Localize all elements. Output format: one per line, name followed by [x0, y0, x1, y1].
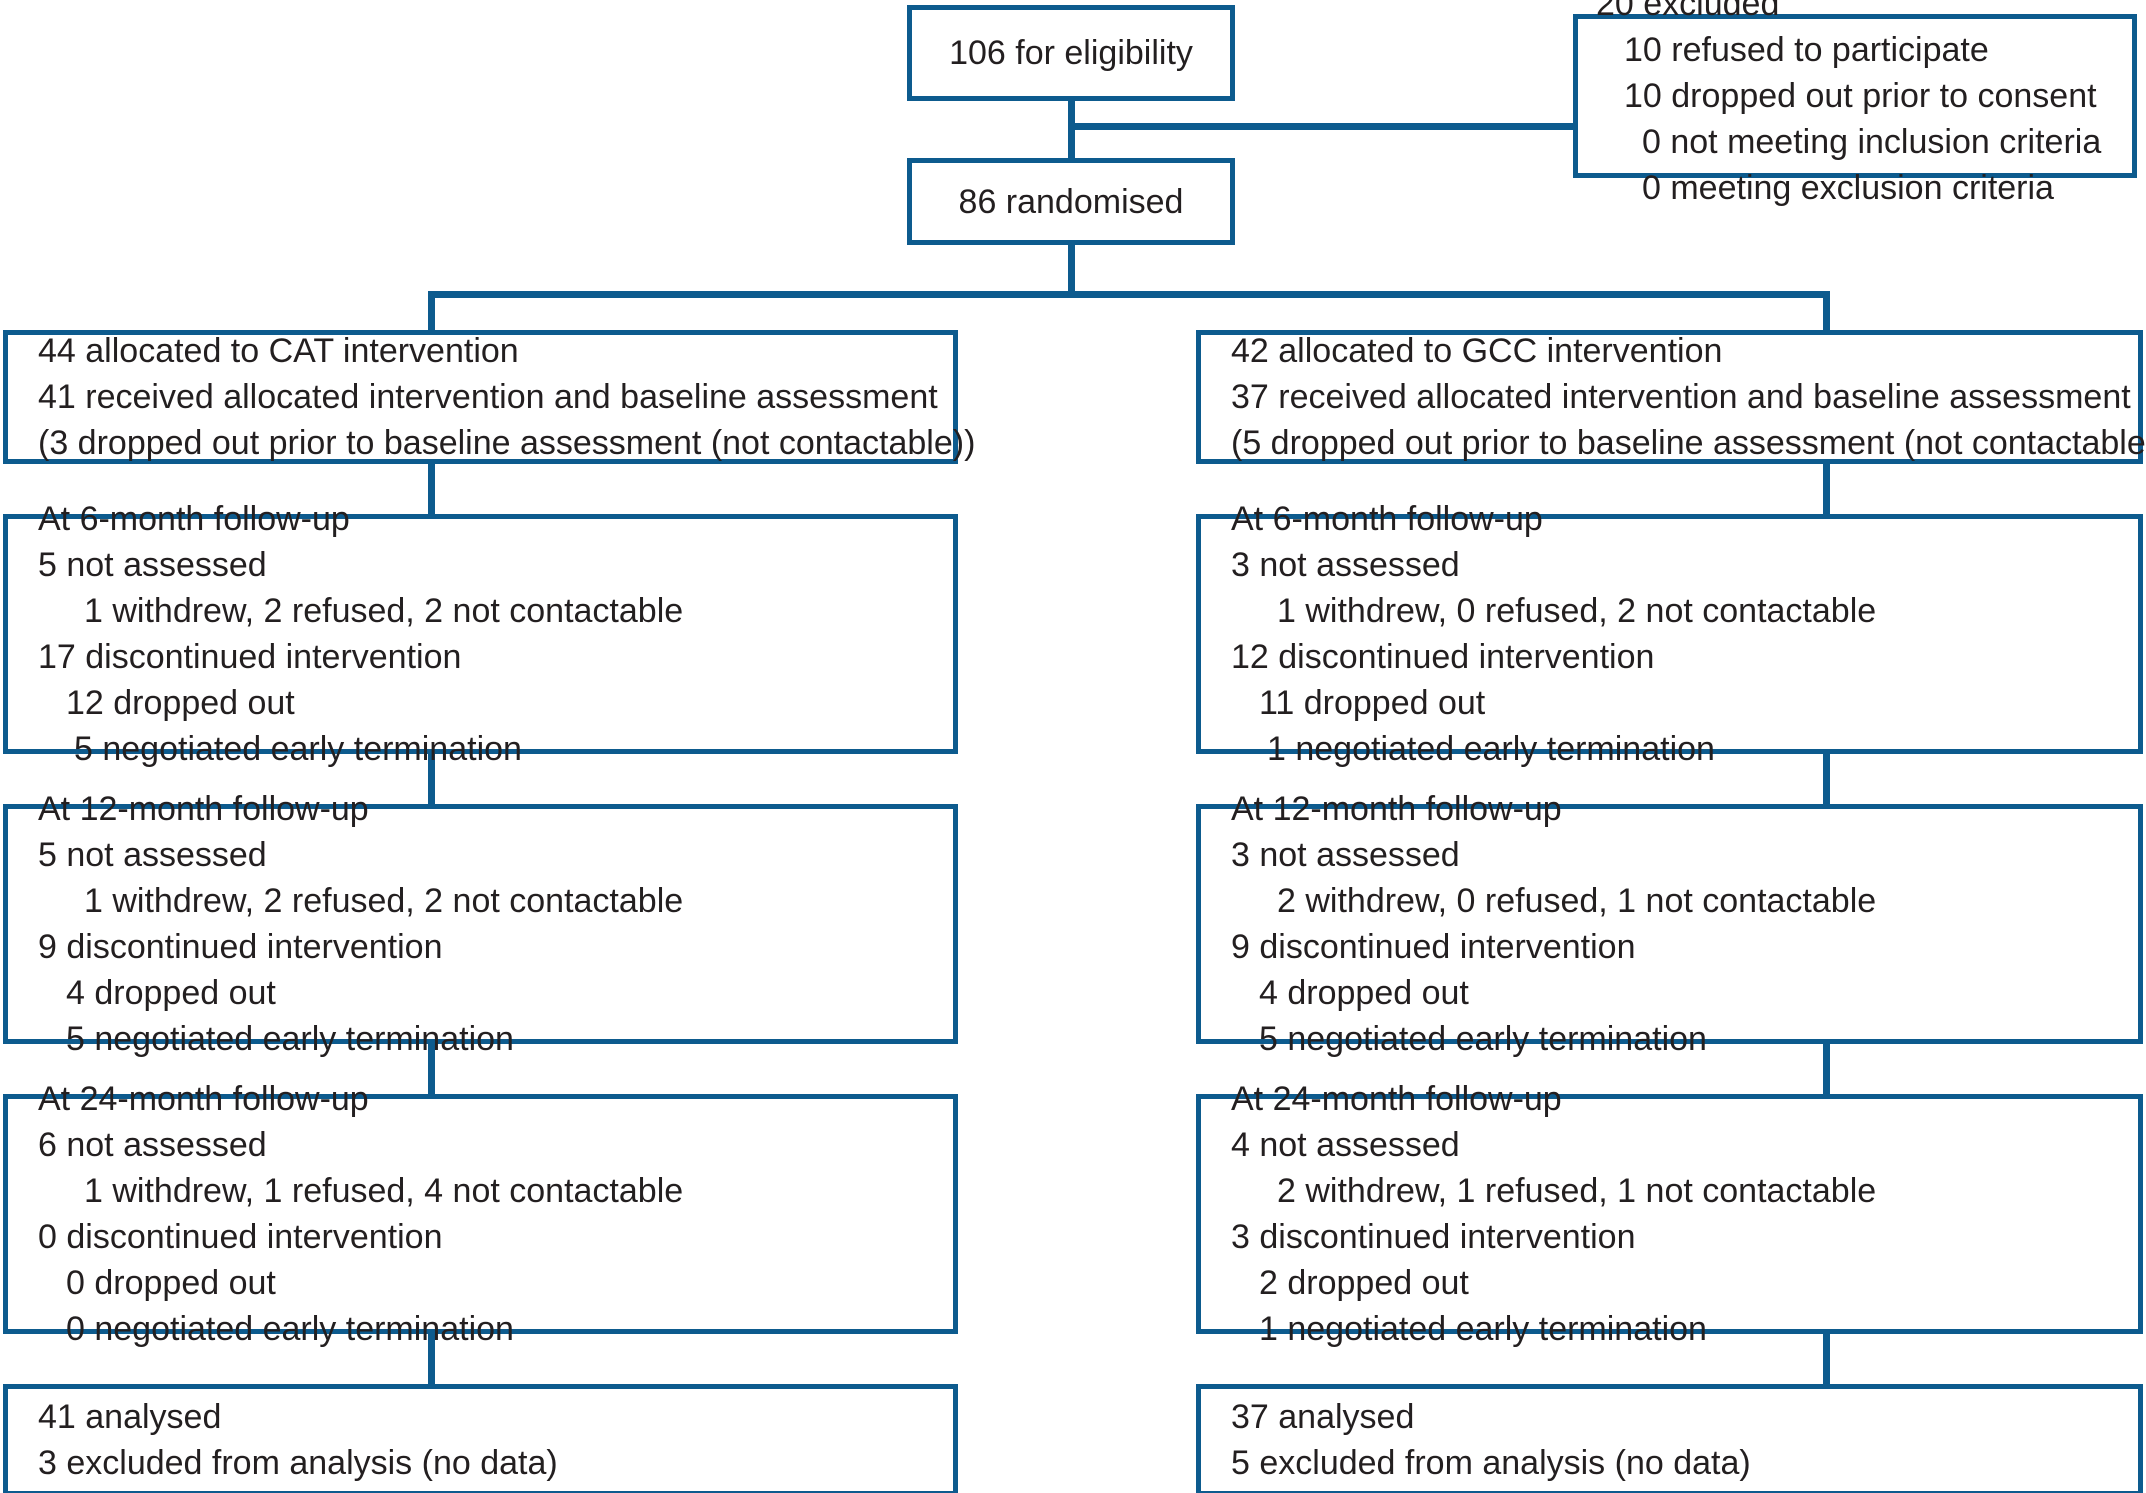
- gcc-analysed-line-1: 37 analysed: [1231, 1398, 1415, 1436]
- gcc-12month-line-3: 2 withdrew, 0 refused, 1 not contactable: [1277, 882, 1877, 920]
- cat-6month-line-6: 5 negotiated early termination: [74, 730, 522, 768]
- cat-12month-line-4: 9 discontinued intervention: [38, 928, 443, 966]
- gcc-24-month-followup-box: At 24-month follow-up 4 not assessed 2 w…: [1196, 1080, 2143, 1348]
- cat-12month-line-5: 4 dropped out: [66, 974, 276, 1012]
- connector-gcc-6month-to-12month: [1823, 753, 1830, 813]
- gcc-12month-line-1: At 12-month follow-up: [1231, 790, 1562, 828]
- gcc-24month-line-6: 1 negotiated early termination: [1259, 1310, 1707, 1348]
- gcc-24month-line-1: At 24-month follow-up: [1231, 1080, 1562, 1118]
- gcc-analysed-line-2: 5 excluded from analysis (no data): [1231, 1444, 1751, 1482]
- gcc-24month-line-3: 2 withdrew, 1 refused, 1 not contactable: [1277, 1172, 1877, 1210]
- randomised-box: 86 randomised: [907, 158, 1235, 245]
- connector-gcc-12month-to-24month: [1823, 1043, 1830, 1103]
- gcc-24month-line-5: 2 dropped out: [1259, 1264, 1469, 1302]
- gcc-12month-line-5: 4 dropped out: [1259, 974, 1469, 1012]
- gcc-24month-line-2: 4 not assessed: [1231, 1126, 1460, 1164]
- gcc-6month-line-2: 3 not assessed: [1231, 546, 1460, 584]
- connector-allocation-split-bar: [428, 291, 1830, 298]
- gcc-12month-line-6: 5 negotiated early termination: [1259, 1020, 1707, 1058]
- cat-analysed-box: 41 analysed 3 excluded from analysis (no…: [3, 1384, 958, 1493]
- gcc-12-month-followup-box: At 12-month follow-up 3 not assessed 2 w…: [1196, 790, 2143, 1058]
- cat-12month-line-2: 5 not assessed: [38, 836, 267, 874]
- cat-12month-line-1: At 12-month follow-up: [38, 790, 369, 828]
- cat-24month-line-4: 0 discontinued intervention: [38, 1218, 443, 1256]
- excluded-line-3: 10 dropped out prior to consent: [1624, 77, 2097, 115]
- gcc-6month-line-4: 12 discontinued intervention: [1231, 638, 1655, 676]
- gcc-6-month-followup-box: At 6-month follow-up 3 not assessed 1 wi…: [1196, 500, 2143, 768]
- cat-6month-line-3: 1 withdrew, 2 refused, 2 not contactable: [84, 592, 684, 630]
- gcc-24month-line-4: 3 discontinued intervention: [1231, 1218, 1636, 1256]
- connector-split-to-cat: [428, 291, 435, 331]
- cat-6month-line-2: 5 not assessed: [38, 546, 267, 584]
- gcc-6month-line-5: 11 dropped out: [1259, 684, 1486, 722]
- cat-24month-line-3: 1 withdrew, 1 refused, 4 not contactable: [84, 1172, 684, 1210]
- connector-eligibility-to-excluded: [1068, 123, 1578, 130]
- gcc-allocation-line-2: 37 received allocated intervention and b…: [1231, 378, 2131, 416]
- connector-randomised-down: [1068, 245, 1075, 295]
- excluded-box: 20 excluded 10 refused to participate 10…: [1573, 0, 2137, 207]
- cat-24month-line-1: At 24-month follow-up: [38, 1080, 369, 1118]
- cat-analysed-line-1: 41 analysed: [38, 1398, 222, 1436]
- cat-24month-line-2: 6 not assessed: [38, 1126, 267, 1164]
- cat-6-month-followup-box: At 6-month follow-up 5 not assessed 1 wi…: [3, 500, 958, 768]
- gcc-6month-line-3: 1 withdrew, 0 refused, 2 not contactable: [1277, 592, 1877, 630]
- cat-allocation-box: 44 allocated to CAT intervention 41 rece…: [3, 330, 976, 464]
- excluded-line-4: 0 not meeting inclusion criteria: [1642, 123, 2102, 161]
- cat-allocation-line-3: (3 dropped out prior to baseline assessm…: [38, 424, 976, 462]
- cat-12-month-followup-box: At 12-month follow-up 5 not assessed 1 w…: [3, 790, 958, 1058]
- connector-gcc-24month-to-analysed: [1823, 1333, 1830, 1393]
- eligibility-box: 106 for eligibility: [907, 5, 1235, 101]
- cat-6month-line-5: 12 dropped out: [66, 684, 295, 722]
- cat-24month-line-5: 0 dropped out: [66, 1264, 276, 1302]
- cat-analysed-line-2: 3 excluded from analysis (no data): [38, 1444, 558, 1482]
- cat-12month-line-6: 5 negotiated early termination: [66, 1020, 514, 1058]
- excluded-line-2: 10 refused to participate: [1624, 31, 1989, 69]
- cat-24month-line-6: 0 negotiated early termination: [66, 1310, 514, 1348]
- cat-12month-line-3: 1 withdrew, 2 refused, 2 not contactable: [84, 882, 684, 920]
- gcc-allocation-line-3: (5 dropped out prior to baseline assessm…: [1231, 424, 2146, 462]
- connector-eligibility-to-randomised: [1068, 100, 1075, 162]
- connector-split-to-gcc: [1823, 291, 1830, 331]
- gcc-12month-line-4: 9 discontinued intervention: [1231, 928, 1636, 966]
- cat-6month-line-4: 17 discontinued intervention: [38, 638, 462, 676]
- cat-allocation-line-2: 41 received allocated intervention and b…: [38, 378, 938, 416]
- excluded-line-5: 0 meeting exclusion criteria: [1642, 169, 2054, 207]
- cat-allocation-line-1: 44 allocated to CAT intervention: [38, 332, 519, 370]
- gcc-6month-line-6: 1 negotiated early termination: [1267, 730, 1715, 768]
- cat-24-month-followup-box: At 24-month follow-up 6 not assessed 1 w…: [3, 1080, 958, 1348]
- connector-cat-6month-to-12month: [428, 753, 435, 813]
- gcc-6month-line-1: At 6-month follow-up: [1231, 500, 1543, 538]
- gcc-allocation-box: 42 allocated to GCC intervention 37 rece…: [1196, 330, 2146, 464]
- cat-6month-line-1: At 6-month follow-up: [38, 500, 350, 538]
- connector-cat-allocation-to-6month: [428, 463, 435, 523]
- gcc-analysed-box: 37 analysed 5 excluded from analysis (no…: [1196, 1384, 2143, 1493]
- randomised-line-1: 86 randomised: [958, 182, 1184, 221]
- connector-gcc-allocation-to-6month: [1823, 463, 1830, 523]
- eligibility-line-1: 106 for eligibility: [949, 34, 1193, 72]
- gcc-12month-line-2: 3 not assessed: [1231, 836, 1460, 874]
- connector-cat-12month-to-24month: [428, 1043, 435, 1103]
- connector-cat-24month-to-analysed: [428, 1333, 435, 1393]
- excluded-line-1: 20 excluded: [1596, 0, 1780, 23]
- gcc-allocation-line-1: 42 allocated to GCC intervention: [1231, 332, 1723, 370]
